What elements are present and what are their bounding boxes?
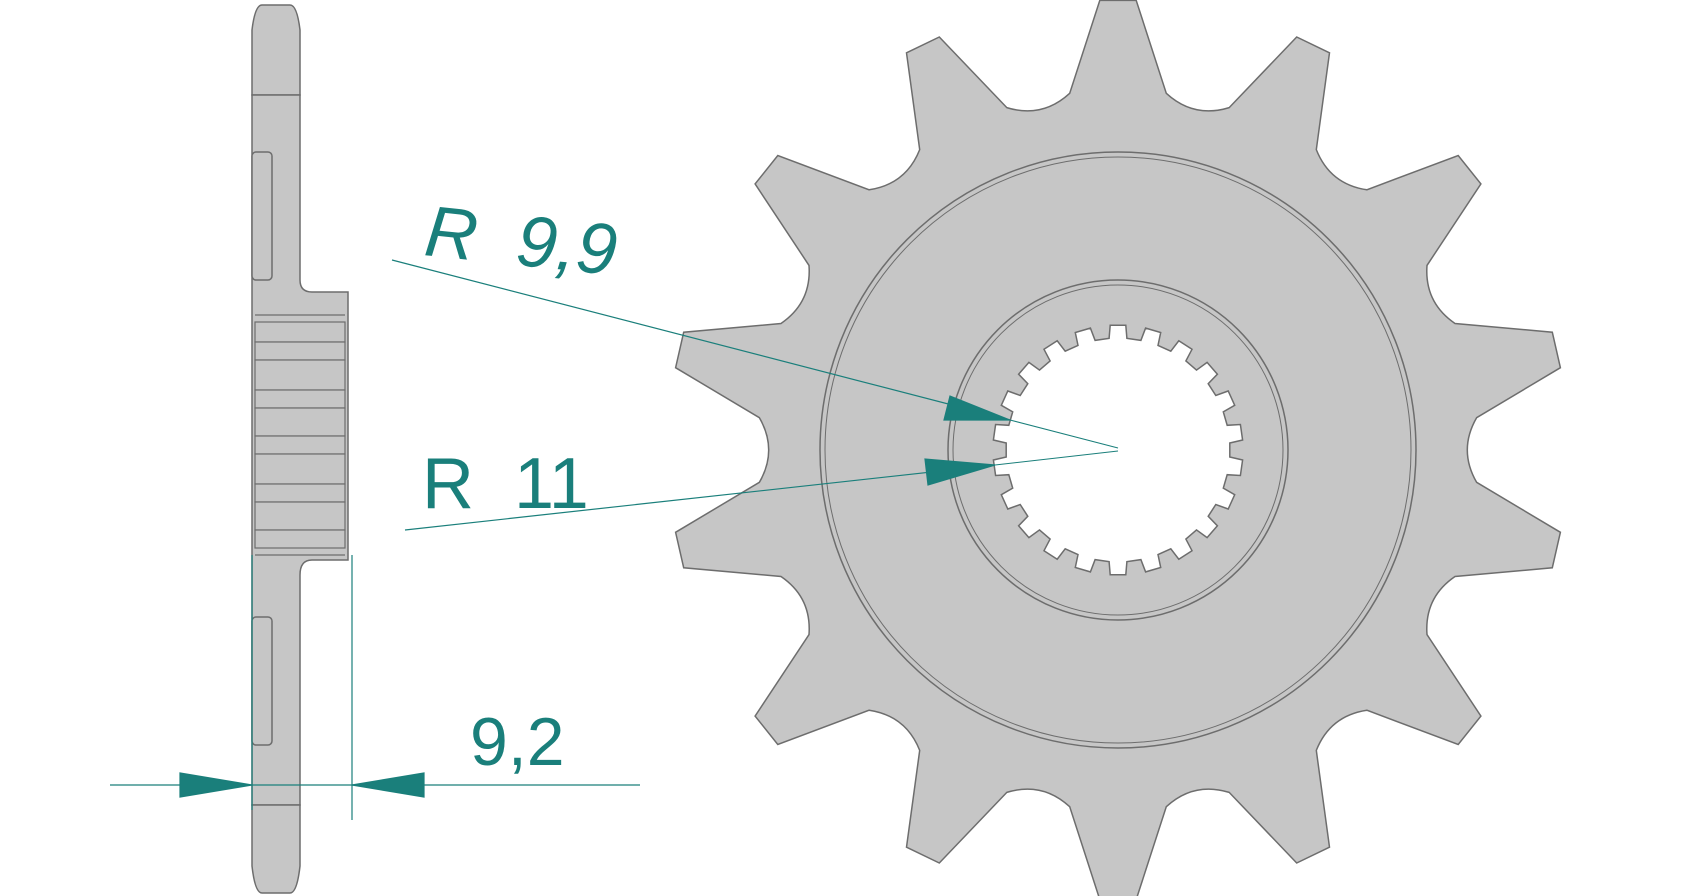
side-spline-grooves bbox=[254, 314, 346, 556]
label-thickness: 9,2 bbox=[470, 704, 565, 780]
arrowhead-icon bbox=[351, 772, 425, 798]
leader-r11 bbox=[404, 464, 996, 531]
leader-r99-to-center bbox=[1009, 419, 1119, 449]
hub-outer-ring bbox=[819, 151, 1417, 749]
arrowhead-icon bbox=[179, 772, 253, 798]
hub-outer-ring-inner-line bbox=[824, 156, 1412, 744]
side-upper-slot bbox=[251, 151, 273, 281]
arrowhead-icon bbox=[924, 458, 996, 486]
leader-r99 bbox=[391, 259, 1011, 421]
sprocket-front-view bbox=[674, 0, 1562, 896]
sprocket-side-view bbox=[251, 4, 349, 894]
sprocket-body bbox=[674, 0, 1562, 896]
side-lower-slot bbox=[251, 616, 273, 746]
arrowhead-icon bbox=[943, 395, 1011, 421]
hub-inner-ring-inner-line bbox=[952, 284, 1284, 616]
side-top-tooth bbox=[251, 4, 301, 96]
hub-inner-ring bbox=[947, 279, 1289, 621]
label-radius-inner: R 11 bbox=[422, 444, 589, 524]
label-radius-outer: R 9,9 bbox=[421, 191, 620, 291]
dimension-lines bbox=[110, 259, 1119, 820]
leader-r11-to-center bbox=[994, 450, 1119, 466]
side-bottom-tooth bbox=[251, 804, 301, 894]
